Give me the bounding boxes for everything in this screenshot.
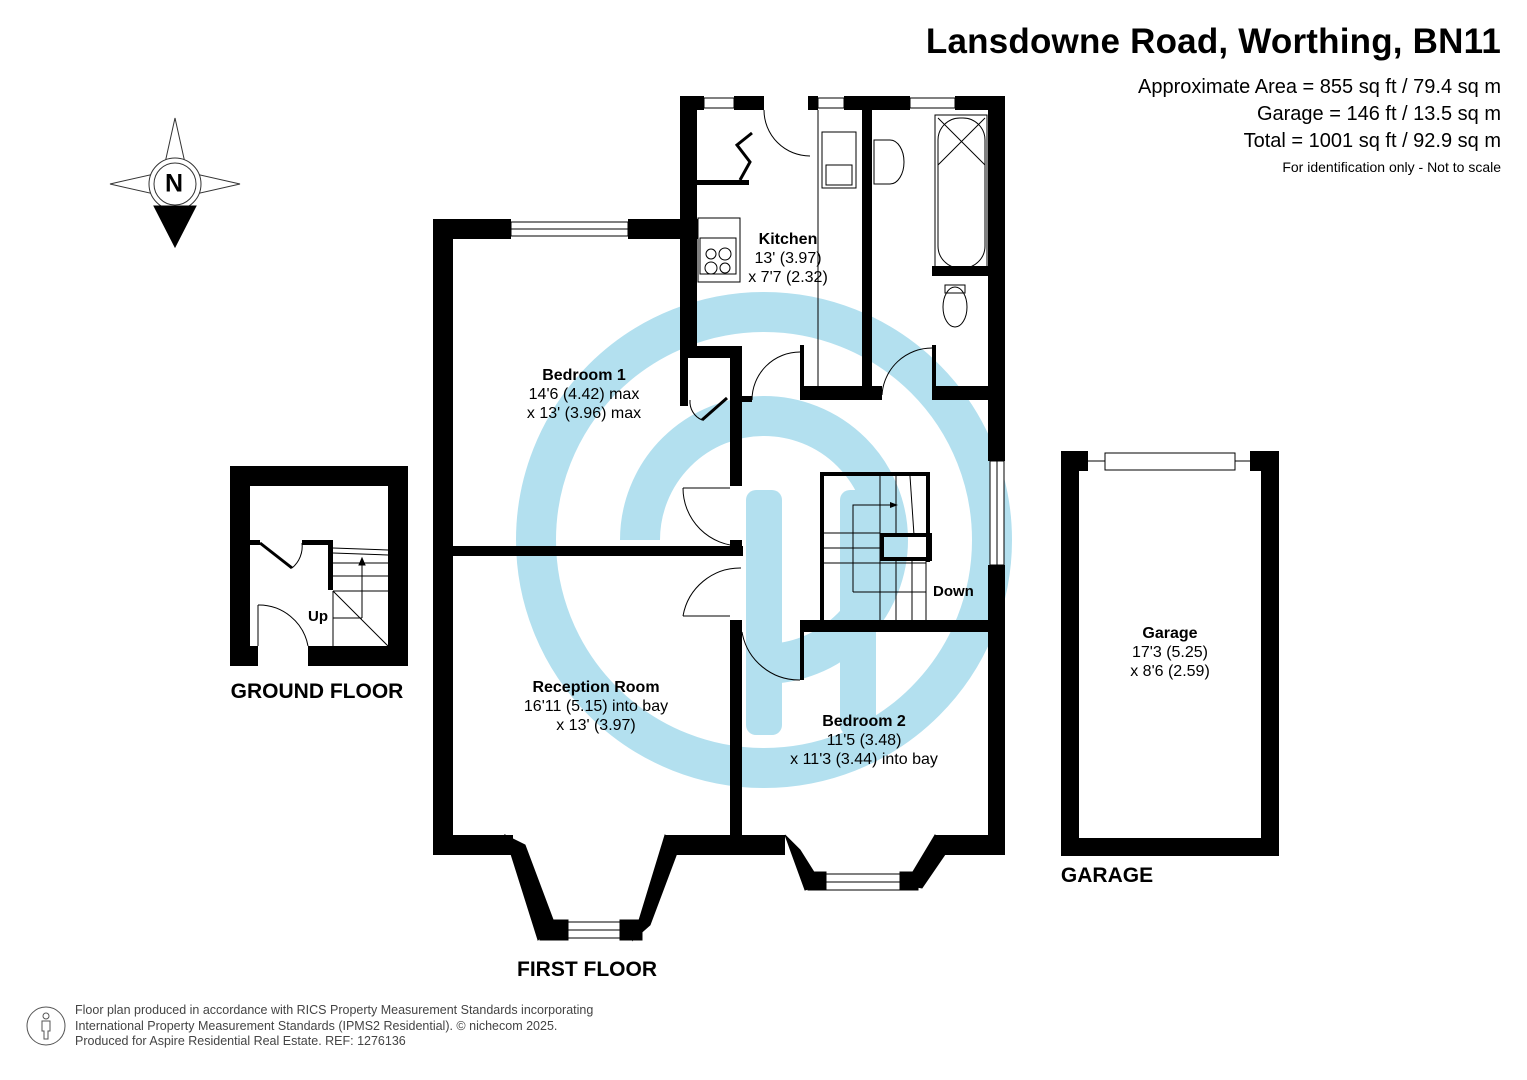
room-dimension: 16'11 (5.15) into bay [523,698,669,715]
person-icon [26,1006,66,1046]
scale-note: For identification only - Not to scale [1282,159,1501,175]
stairs-up-label: Up [308,608,328,625]
room-dimension: 11'5 (3.48) [826,732,902,749]
north-compass-icon [109,117,241,249]
property-title: Lansdowne Road, Worthing, BN11 [925,22,1501,61]
room-name: Reception Room [532,679,660,696]
room-dimension: 13' (3.97) [754,250,822,267]
floor-label-garage: GARAGE [1060,864,1154,887]
bay-window-icon [504,834,949,942]
total-area: Total = 1001 sq ft / 92.9 sq m [1243,130,1501,152]
room-name: Kitchen [758,231,818,248]
room-name: Garage [1142,625,1198,642]
room-name: Bedroom 1 [542,367,626,384]
hob-icon [697,217,741,283]
room-dimension: x 7'7 (2.32) [748,269,828,286]
room-dimension: x 13' (3.97) [556,717,636,734]
ground-floor-plan [230,466,408,666]
footer-disclaimer: Floor plan produced in accordance with R… [75,1003,593,1050]
floor-label-ground: GROUND FLOOR [230,680,404,703]
approximate-area: Approximate Area = 855 sq ft / 79.4 sq m [1138,76,1501,98]
first-floor-plan [433,96,1279,856]
room-dimension: 17'3 (5.25) [1131,644,1208,661]
room-dimension: x 13' (3.96) max [526,405,642,422]
basin-icon [873,139,905,185]
room-reception: Reception Room 16'11 (5.15) into bay x 1… [524,678,668,735]
room-bedroom-1: Bedroom 1 14'6 (4.42) max x 13' (3.96) m… [527,366,641,423]
footer-line: Produced for Aspire Residential Real Est… [75,1034,406,1048]
sink-icon [821,131,857,189]
bath-icon [934,114,988,271]
room-dimension: x 8'6 (2.59) [1130,663,1210,680]
room-garage: Garage 17'3 (5.25) x 8'6 (2.59) [1130,624,1210,681]
compass-north-label: N [164,169,184,198]
floor-label-first: FIRST FLOOR [517,958,657,981]
room-dimension: x 11'3 (3.44) into bay [790,751,938,768]
toilet-icon [942,286,968,328]
fixtures [682,109,988,681]
room-dimension: 14'6 (4.42) max [528,386,640,403]
watermark-letters-icon [746,490,876,735]
room-bedroom-2: Bedroom 2 11'5 (3.48) x 11'3 (3.44) into… [790,712,938,769]
footer-line: Floor plan produced in accordance with R… [75,1003,594,1017]
area-summary: Approximate Area = 855 sq ft / 79.4 sq m… [1138,74,1501,178]
garage-area: Garage = 146 ft / 13.5 sq m [1256,103,1501,125]
footer-line: International Property Measurement Stand… [75,1018,558,1033]
stairs-down-label: Down [933,583,974,600]
room-name: Bedroom 2 [822,713,906,730]
room-kitchen: Kitchen 13' (3.97) x 7'7 (2.32) [748,230,828,287]
